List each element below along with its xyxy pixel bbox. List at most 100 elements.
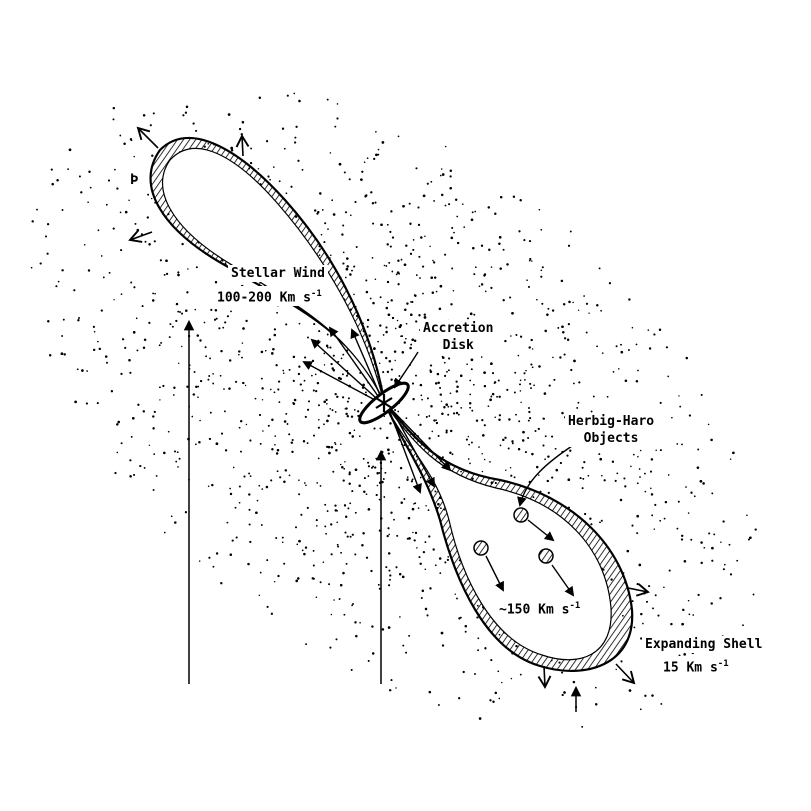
stipple-dot	[470, 218, 474, 221]
stipple-dot	[396, 534, 399, 537]
stipple-dot	[221, 432, 223, 435]
stipple-dot	[526, 279, 528, 282]
stipple-dot	[449, 451, 452, 454]
stipple-dot	[367, 659, 370, 662]
stipple-dot	[387, 313, 391, 317]
stipple-dot	[345, 563, 348, 565]
stipple-dot	[198, 441, 201, 444]
stipple-dot	[199, 419, 201, 422]
stipple-dot	[165, 272, 169, 276]
stipple-dot	[519, 379, 522, 382]
stipple-dot	[273, 166, 275, 168]
stipple-dot	[354, 201, 357, 203]
stipple-dot	[391, 316, 395, 320]
stipple-dot	[119, 134, 122, 137]
stipple-dot	[611, 460, 614, 463]
stipple-dot	[498, 418, 501, 421]
stipple-dot	[61, 269, 64, 272]
stipple-dot	[337, 545, 339, 548]
stipple-dot	[449, 392, 452, 394]
stipple-dot	[312, 550, 315, 552]
stipple-dot	[736, 559, 739, 562]
stipple-dot	[303, 482, 306, 484]
stipple-dot	[444, 374, 447, 377]
stipple-dot	[372, 465, 374, 468]
stipple-dot	[428, 690, 432, 694]
stipple-dot	[563, 303, 566, 306]
stipple-dot	[186, 291, 189, 294]
stipple-dot	[177, 310, 180, 313]
stipple-dot	[240, 133, 243, 136]
stipple-dot	[439, 284, 443, 288]
stipple-dot	[573, 359, 576, 363]
stipple-dot	[250, 162, 253, 165]
stipple-dot	[304, 356, 307, 359]
stipple-dot	[322, 561, 325, 563]
stipple-dot	[386, 436, 389, 440]
herbig-haro-label: Herbig-Haro Objects	[565, 413, 658, 447]
stipple-dot	[683, 653, 686, 656]
stipple-dot	[534, 429, 537, 433]
stipple-dot	[45, 235, 47, 238]
stipple-dot	[540, 228, 543, 231]
stipple-dot	[195, 443, 197, 446]
stipple-dot	[341, 466, 344, 469]
stipple-dot	[177, 271, 180, 274]
stipple-dot	[747, 538, 750, 541]
stipple-dot	[167, 430, 170, 433]
stipple-dot	[474, 210, 477, 213]
stipple-dot	[425, 504, 427, 507]
stipple-dot	[89, 186, 92, 189]
stipple-dot	[445, 403, 448, 406]
corner-glyph: Þ	[127, 172, 141, 189]
stipple-dot	[354, 621, 357, 624]
stipple-dot	[375, 131, 377, 133]
stipple-dot	[345, 267, 349, 271]
stipple-dot	[257, 168, 260, 170]
stipple-dot	[301, 168, 304, 171]
stipple-dot	[159, 399, 161, 401]
stipple-dot	[444, 204, 447, 207]
stipple-dot	[490, 266, 493, 268]
stipple-dot	[334, 125, 337, 128]
stipple-dot	[681, 443, 683, 446]
stipple-dot	[240, 450, 242, 453]
stipple-dot	[130, 436, 133, 438]
stipple-dot	[638, 563, 642, 567]
stipple-dot	[261, 399, 264, 401]
stipple-dot	[262, 430, 264, 432]
stipple-dot	[410, 480, 413, 483]
stipple-dot	[647, 329, 650, 331]
stipple-dot	[354, 511, 357, 514]
stipple-dot	[379, 296, 382, 299]
stipple-dot	[361, 170, 364, 173]
stipple-dot	[330, 363, 333, 366]
stipple-dot	[415, 274, 418, 276]
stipple-dot	[100, 255, 103, 257]
shell-speed-label: 15 Km s-1	[660, 656, 732, 677]
stipple-dot	[420, 597, 423, 599]
stipple-dot	[472, 383, 475, 386]
stipple-dot	[266, 140, 269, 143]
stipple-dot	[387, 301, 389, 304]
stipple-dot	[600, 519, 603, 522]
stipple-dot	[367, 318, 370, 322]
stipple-dot	[652, 607, 654, 610]
stipple-dot	[226, 315, 229, 318]
stipple-dot	[513, 476, 516, 479]
stipple-dot	[456, 401, 459, 405]
stipple-dot	[424, 607, 428, 611]
stipple-dot	[595, 686, 597, 689]
stipple-dot	[128, 199, 130, 202]
stipple-dot	[636, 482, 639, 485]
stipple-dot	[363, 161, 366, 163]
stipple-dot	[424, 568, 427, 571]
stipple-dot	[415, 167, 418, 170]
stipple-dot	[448, 357, 451, 360]
stipple-dot	[443, 406, 446, 409]
stipple-dot	[170, 515, 173, 518]
stipple-dot	[178, 457, 181, 460]
lower-wind-arrows	[389, 409, 452, 494]
stipple-dot	[344, 461, 346, 463]
stipple-dot	[490, 362, 493, 365]
